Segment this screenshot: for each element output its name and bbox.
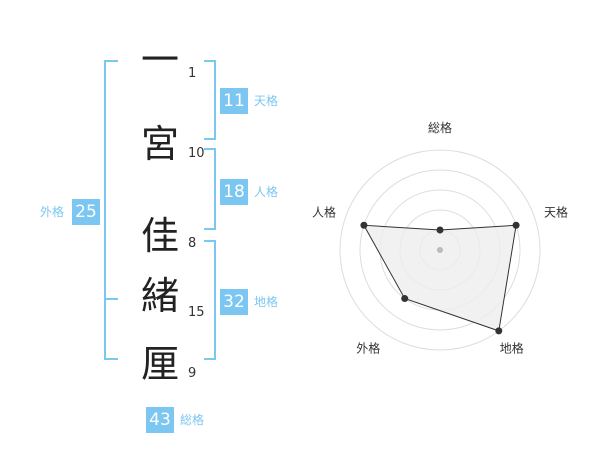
radar-axis-label-4: 外格 (356, 341, 380, 356)
soukaku-value-badge: 43 (146, 407, 174, 433)
radar-point-2 (512, 221, 520, 229)
stroke-count-2: 10 (188, 146, 205, 161)
name-char-4: 緒 (140, 274, 179, 318)
radar-points (360, 221, 520, 335)
tenkaku-label: 天格 (254, 94, 279, 108)
stroke-count-1: 1 (188, 66, 197, 81)
radar-ring-5 (339, 149, 541, 351)
stroke-count-3: 8 (188, 236, 197, 251)
gaikaku-bracket-tick (104, 298, 118, 300)
radar-point-4 (401, 295, 409, 303)
radar-point-1 (436, 226, 444, 234)
stroke-count-5: 9 (188, 366, 197, 381)
radar-point-3 (495, 327, 503, 335)
stroke-count-4: 15 (188, 305, 205, 320)
radar-center-dot (437, 247, 443, 253)
name-char-3: 佳 (140, 214, 179, 258)
jinkaku-bracket (204, 148, 216, 230)
tenkaku-bracket (204, 60, 216, 140)
radar-ring-4 (359, 169, 521, 331)
chikaku-label: 地格 (254, 295, 279, 309)
soukaku-label: 総格 (180, 413, 205, 427)
chikaku-bracket (204, 240, 216, 360)
radar-point-5 (360, 221, 368, 229)
gaikaku-bracket (104, 60, 118, 360)
radar-axis-label-3: 地格 (500, 341, 524, 356)
chikaku-value-badge: 32 (220, 289, 248, 315)
name-char-5: 厘 (140, 342, 179, 386)
radar-axis-label-5: 人格 (312, 204, 336, 219)
radar-data-polygon (363, 224, 517, 332)
tenkaku-value-badge: 11 (220, 88, 248, 114)
jinkaku-value-badge: 18 (220, 179, 248, 205)
jinkaku-label: 人格 (254, 185, 279, 199)
gaikaku-label: 外格 (40, 205, 65, 219)
name-char-1: 一 (140, 38, 179, 82)
name-char-2: 宮 (140, 122, 179, 166)
gaikaku-value-badge: 25 (72, 199, 100, 225)
radar-axis-label-1: 総格 (428, 120, 452, 135)
radar-axis-label-2: 天格 (544, 204, 568, 219)
